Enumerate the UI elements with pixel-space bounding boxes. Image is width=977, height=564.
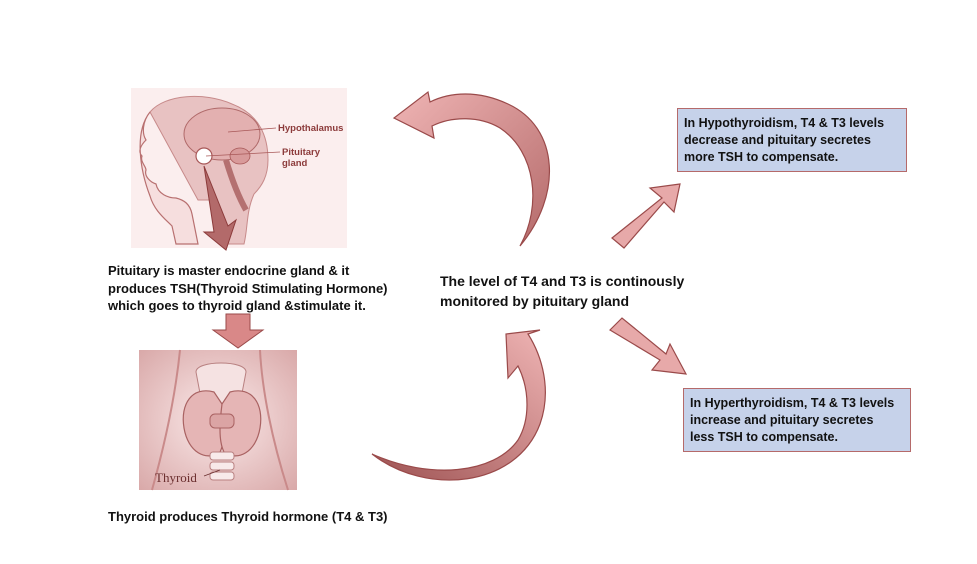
label-pituitary: Pituitary — [282, 147, 321, 158]
face-profile — [139, 111, 199, 245]
down-arrow-from-pituitary — [202, 165, 237, 251]
down-arrow-to-thyroid — [211, 313, 265, 349]
thyroid-illustration: Thyroid — [139, 349, 297, 491]
pituitary-description: Pituitary is master endocrine gland & it… — [108, 263, 388, 313]
hypothyroidism-box: In Hypothyroidism, T4 & T3 levels decrea… — [677, 108, 907, 172]
label-hypothalamus: Hypothalamus — [278, 123, 343, 134]
brain-shape — [183, 107, 261, 161]
arrow-to-hyperthyroidism — [609, 317, 688, 375]
label-gland: gland — [282, 158, 308, 169]
label-thyroid: Thyroid — [155, 470, 197, 485]
curved-arrow-bottom — [371, 329, 546, 481]
pituitary-illustration: Hypothalamus Pituitary gland — [131, 88, 347, 251]
arrow-to-hypothyroidism — [611, 183, 681, 249]
monitoring-description: The level of T4 and T3 is continously mo… — [440, 273, 685, 309]
curved-arrow-top — [392, 90, 550, 247]
thyroid-description: Thyroid produces Thyroid hormone (T4 & T… — [108, 509, 388, 524]
hyperthyroidism-box: In Hyperthyroidism, T4 & T3 levels incre… — [683, 388, 911, 452]
